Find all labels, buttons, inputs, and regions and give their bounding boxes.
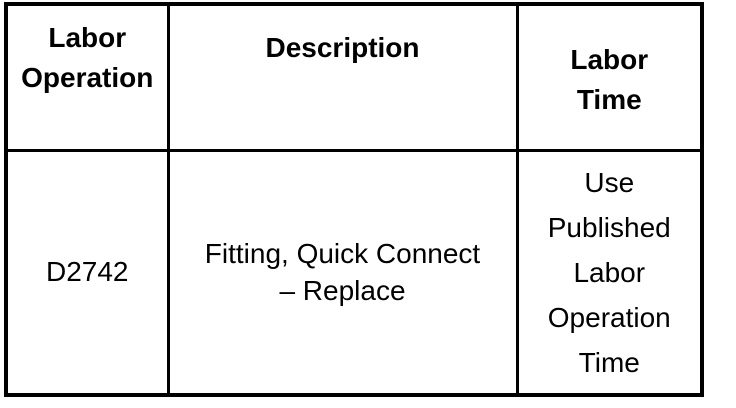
cell-labor-time: Use Published Labor Operation Time <box>515 148 704 397</box>
column-header-labor-operation: Labor Operation <box>4 2 170 152</box>
column-header-description: Description <box>166 2 519 152</box>
table-row: D2742 Fitting, Quick Connect – Replace U… <box>4 148 704 397</box>
labor-operation-table: Labor Operation Description Labor Time D… <box>4 2 704 397</box>
table-header: Labor Operation Description Labor Time <box>4 2 704 152</box>
column-header-labor-time: Labor Time <box>515 2 704 152</box>
table-body: D2742 Fitting, Quick Connect – Replace U… <box>4 148 704 397</box>
header-row: Labor Operation Description Labor Time <box>4 2 704 152</box>
cell-labor-operation-code: D2742 <box>4 148 170 397</box>
cell-description: Fitting, Quick Connect – Replace <box>166 148 519 397</box>
